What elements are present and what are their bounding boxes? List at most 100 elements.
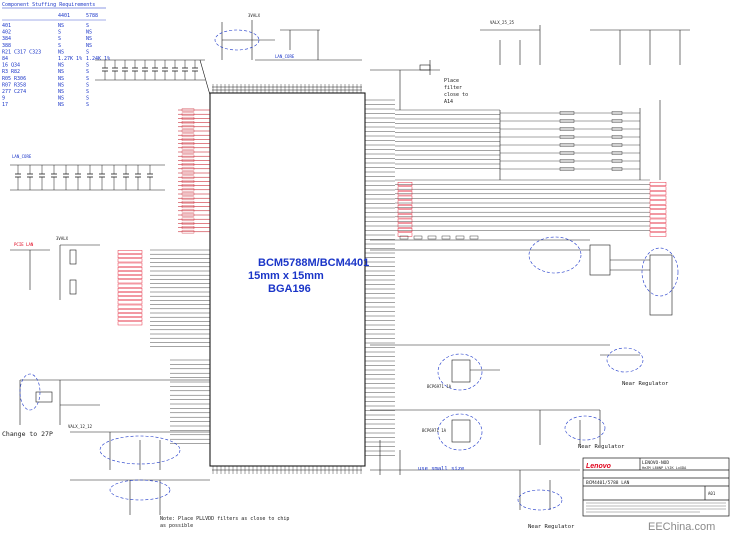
svg-text:S: S bbox=[86, 49, 89, 55]
part-q2: BCP6971 1A bbox=[422, 428, 447, 433]
regulator-section bbox=[370, 236, 679, 511]
svg-text:S: S bbox=[58, 30, 61, 36]
place-filter-note: Place filter close to A14 bbox=[444, 78, 468, 105]
net-pcie-lan: PCIE LAN bbox=[14, 242, 34, 247]
svg-text:S: S bbox=[58, 43, 61, 49]
svg-text:S: S bbox=[86, 102, 89, 108]
svg-text:402: 402 bbox=[2, 30, 11, 36]
title-logo: Lenovo bbox=[586, 463, 612, 470]
net-valx-12-bl: VALX_12_12 bbox=[68, 424, 93, 429]
right-bus bbox=[499, 100, 661, 180]
watermark: EEChina.com bbox=[648, 521, 715, 533]
left-pin-leads bbox=[150, 108, 210, 444]
chip-package: 15mm x 15mm bbox=[248, 270, 324, 282]
note-near-reg-1: Near Regulator bbox=[622, 381, 669, 387]
svg-text:NS: NS bbox=[58, 23, 64, 29]
svg-text:NS: NS bbox=[58, 82, 64, 88]
svg-text:388: 388 bbox=[2, 43, 11, 49]
svg-text:R05 R306: R05 R306 bbox=[2, 76, 26, 82]
title-block bbox=[582, 457, 730, 517]
top-cap-bank bbox=[95, 59, 211, 96]
net-lan-core-left: LAN_CORE bbox=[12, 154, 32, 159]
svg-text:401: 401 bbox=[2, 23, 11, 29]
svg-text:R21 C317 C323: R21 C317 C323 bbox=[2, 49, 41, 55]
svg-text:S: S bbox=[86, 63, 89, 69]
svg-text:277 C274: 277 C274 bbox=[2, 89, 26, 95]
note-pll: Note: Place PLLVDD filters as close to c… bbox=[160, 516, 289, 522]
lan-core-caps bbox=[10, 164, 165, 191]
svg-text:NS: NS bbox=[86, 36, 92, 42]
svg-text:filter: filter bbox=[444, 85, 462, 91]
svg-text:17: 17 bbox=[2, 102, 8, 108]
bom-row: 388 S NS bbox=[2, 43, 92, 49]
svg-text:NS: NS bbox=[58, 76, 64, 82]
svg-text:9: 9 bbox=[2, 96, 5, 102]
bom-row: R21 C317 C323 NS S bbox=[2, 49, 89, 55]
svg-text:16 Q34: 16 Q34 bbox=[2, 63, 20, 69]
svg-text:S: S bbox=[86, 23, 89, 29]
title-company: LENOVO-NOD bbox=[642, 460, 669, 466]
svg-text:close to: close to bbox=[444, 92, 468, 98]
title-sheet-name: BCM4401/5788 LAN bbox=[586, 480, 630, 486]
svg-text:A14: A14 bbox=[444, 99, 453, 105]
right-termination-resistors bbox=[500, 111, 640, 171]
bom-row: R05 R306 NS S bbox=[2, 76, 89, 82]
net-valx-25: VALX_25_25 bbox=[490, 20, 515, 25]
bom-col-a: 4401 bbox=[58, 13, 70, 19]
top-capacitors bbox=[102, 60, 198, 80]
svg-text:NS: NS bbox=[58, 49, 64, 55]
bom-row: 84 1.27K 1% 1.24K 1% bbox=[2, 56, 110, 62]
bom-col-b: 5788 bbox=[86, 13, 98, 19]
note-pll-2: as possible bbox=[160, 523, 193, 529]
crystal-section bbox=[19, 373, 210, 425]
bom-title: Component Stuffing Requirements bbox=[2, 2, 95, 8]
svg-text:S: S bbox=[58, 36, 61, 42]
top-right-caps bbox=[480, 25, 690, 65]
lan-core-capacitors bbox=[15, 165, 153, 190]
net-lan-core-top: LAN_CORE bbox=[275, 54, 295, 59]
svg-text:NS: NS bbox=[86, 43, 92, 49]
mid-right-resistors bbox=[399, 235, 479, 240]
svg-text:R3 R82: R3 R82 bbox=[2, 69, 20, 75]
svg-text:1.27K 1%: 1.27K 1% bbox=[58, 56, 82, 62]
svg-text:S: S bbox=[86, 69, 89, 75]
bom-row: 401 NS S bbox=[2, 23, 89, 29]
pll-filter-section bbox=[70, 431, 210, 515]
note-near-reg-3: Near Regulator bbox=[528, 524, 575, 530]
bom-row: 402 S NS bbox=[2, 30, 92, 36]
svg-text:S: S bbox=[86, 76, 89, 82]
svg-text:S: S bbox=[86, 89, 89, 95]
svg-text:NS: NS bbox=[58, 89, 64, 95]
filter-area bbox=[370, 60, 440, 110]
bom-table: Component Stuffing Requirements 4401 578… bbox=[2, 2, 110, 108]
top-power-switch bbox=[214, 20, 362, 61]
svg-text:R07 R358: R07 R358 bbox=[2, 82, 26, 88]
chip-name: BCM5788M/BCM4401 bbox=[258, 257, 369, 269]
svg-text:1.24K 1%: 1.24K 1% bbox=[86, 56, 110, 62]
signal-tags-right bbox=[397, 181, 667, 237]
svg-text:NS: NS bbox=[58, 63, 64, 69]
bom-row: 16 Q34 NS S bbox=[2, 63, 89, 69]
svg-text:NS: NS bbox=[58, 102, 64, 108]
svg-text:NS: NS bbox=[86, 30, 92, 36]
svg-text:S: S bbox=[86, 82, 89, 88]
svg-text:84: 84 bbox=[2, 56, 8, 62]
title-subtitle: HeZM L80NP LYJK LxXDA bbox=[642, 466, 687, 470]
bom-row: 277 C274 NS S bbox=[2, 89, 89, 95]
pcie-lan-section bbox=[10, 244, 100, 300]
net-3valx-left: 3VALX bbox=[56, 236, 69, 241]
part-q1: BCP6971 1A bbox=[427, 384, 452, 389]
net-3valx-top: 3VALX bbox=[248, 13, 261, 18]
signal-tags-left bbox=[117, 250, 143, 326]
bom-row: 17 NS S bbox=[2, 102, 89, 108]
top-pins bbox=[212, 84, 362, 93]
title-rev: A01 bbox=[708, 491, 716, 496]
main-ic: BCM5788M/BCM4401 15mm x 15mm BGA196 bbox=[209, 84, 369, 474]
chip-bga: BGA196 bbox=[268, 283, 311, 295]
svg-text:NS: NS bbox=[58, 96, 64, 102]
